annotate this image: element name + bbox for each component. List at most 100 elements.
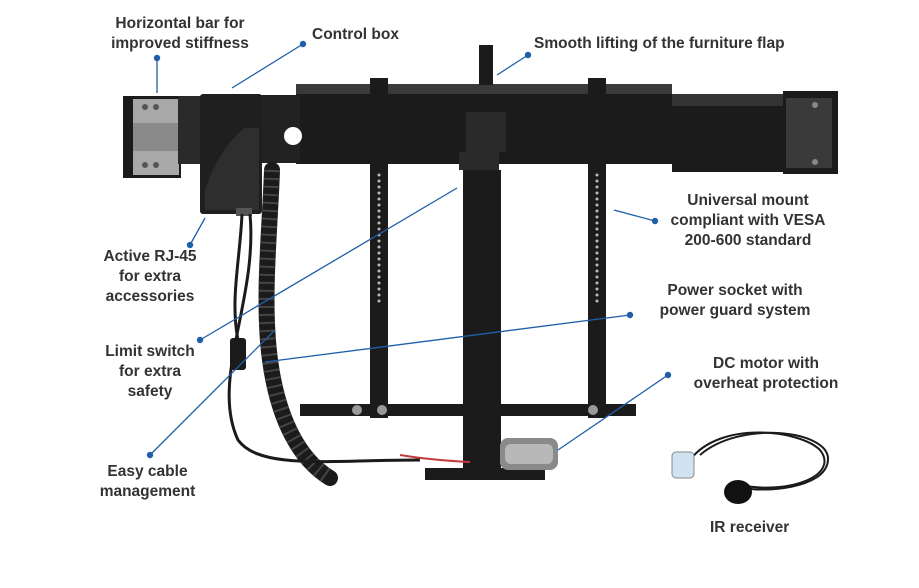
vesa-hole [377, 203, 381, 207]
vesa-hole [595, 179, 599, 183]
callout-line: accessories [105, 288, 195, 305]
leader-dot-universal-mount [651, 217, 659, 225]
dc-motor [500, 438, 558, 470]
leader-dot-smooth-lifting [524, 51, 532, 59]
callout-ir-receiver: IR receiver [710, 518, 789, 538]
vesa-hole [377, 191, 381, 195]
callout-line: management [99, 483, 196, 500]
callout-line: power guard system [659, 302, 811, 319]
callout-line: DC motor with [713, 355, 819, 372]
callout-horizontal-bar: Horizontal bar for improved stiffness [95, 14, 265, 54]
callout-line: Active RJ-45 [103, 248, 197, 265]
vesa-hole [595, 191, 599, 195]
callout-line: Limit switch [105, 343, 195, 360]
vesa-hole [377, 245, 381, 249]
callout-smooth-lifting: Smooth lifting of the furniture flap [534, 34, 785, 54]
callout-line: Power socket with [667, 282, 803, 299]
callout-rj45: Active RJ-45 for extra accessories [90, 247, 210, 307]
vesa-hole [595, 293, 599, 297]
vesa-hole [377, 221, 381, 225]
callout-line: overheat protection [693, 375, 839, 392]
callout-line: IR receiver [710, 519, 790, 536]
callout-line: 200-600 standard [684, 232, 812, 249]
vesa-hole [595, 239, 599, 243]
vesa-hole [377, 293, 381, 297]
callout-line: improved stiffness [111, 35, 249, 52]
callout-line: safety [127, 383, 173, 400]
vesa-hole [377, 179, 381, 183]
callout-line: compliant with VESA [670, 212, 826, 229]
callout-power-socket: Power socket with power guard system [640, 281, 830, 321]
leader-line-power-socket [264, 314, 631, 363]
callout-line: Control box [312, 26, 399, 43]
control-box-cables [227, 213, 471, 464]
vesa-hole [595, 263, 599, 267]
leader-dot-limit-switch [196, 336, 204, 344]
vesa-hole [377, 299, 381, 303]
vesa-hole [377, 239, 381, 243]
right-end-bracket [783, 91, 838, 174]
vesa-hole [377, 269, 381, 273]
callout-easy-cable: Easy cable management [80, 462, 215, 502]
vesa-hole [377, 185, 381, 189]
callout-line: for extra [118, 268, 182, 285]
callout-universal-mount: Universal mount compliant with VESA 200-… [650, 191, 846, 251]
callout-limit-switch: Limit switch for extra safety [90, 342, 210, 402]
leader-line-limit-switch [199, 187, 458, 341]
central-lift-column [425, 45, 545, 480]
vesa-hole [595, 275, 599, 279]
callout-line: Smooth lifting of the furniture flap [534, 35, 785, 52]
leader-line-universal-mount [613, 209, 656, 222]
leader-line-easy-cable [149, 329, 276, 456]
lower-crossbar [300, 404, 636, 416]
vesa-arm-left [370, 78, 388, 418]
vesa-hole [595, 197, 599, 201]
vesa-hole [595, 215, 599, 219]
vesa-hole [377, 287, 381, 291]
callout-control-box: Control box [312, 25, 399, 45]
callout-line: for extra [118, 363, 182, 380]
callout-line: Easy cable [107, 463, 188, 480]
callout-line: Universal mount [687, 192, 809, 209]
vesa-arm-right [588, 78, 606, 418]
vesa-hole [377, 251, 381, 255]
vesa-hole [595, 203, 599, 207]
vesa-hole [377, 281, 381, 285]
vesa-hole [595, 299, 599, 303]
vesa-hole [377, 197, 381, 201]
leader-line-control-box [231, 43, 304, 89]
vesa-hole [377, 227, 381, 231]
callout-dc-motor: DC motor with overheat protection [676, 354, 856, 394]
vesa-hole [377, 263, 381, 267]
ir-receiver-device [671, 431, 830, 504]
vesa-hole [595, 173, 599, 177]
vesa-hole [595, 227, 599, 231]
vesa-hole [595, 281, 599, 285]
vesa-hole [377, 209, 381, 213]
vesa-hole [595, 257, 599, 261]
left-end-bracket [123, 96, 181, 178]
vesa-hole [595, 209, 599, 213]
vesa-hole [377, 257, 381, 261]
vesa-hole [595, 251, 599, 255]
vesa-hole [595, 233, 599, 237]
vesa-hole [595, 287, 599, 291]
vesa-hole [377, 275, 381, 279]
cable-chain [258, 162, 338, 486]
vesa-hole [595, 185, 599, 189]
leader-dot-control-box [299, 40, 307, 48]
leader-line-smooth-lifting [496, 54, 529, 76]
leader-line-rj45 [189, 217, 206, 246]
control-box [200, 94, 262, 216]
vesa-hole [595, 269, 599, 273]
callout-line: Horizontal bar for [115, 15, 245, 32]
leader-dot-horizontal-bar [153, 54, 161, 62]
vesa-hole [595, 245, 599, 249]
callout-leader-lines [146, 40, 672, 459]
leader-dot-easy-cable [146, 451, 154, 459]
vesa-hole [377, 215, 381, 219]
leader-dot-dc-motor [664, 371, 672, 379]
leader-line-dc-motor [557, 374, 669, 451]
